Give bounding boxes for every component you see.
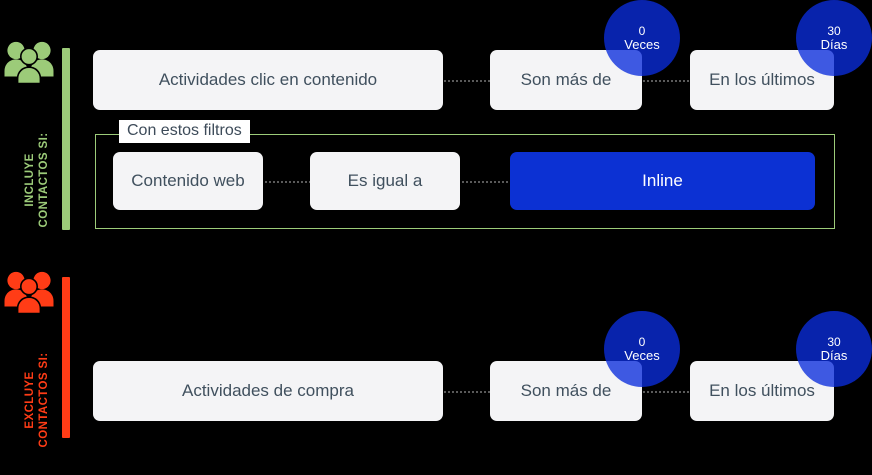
exclude-count-badge[interactable]: 0 Veces (604, 311, 680, 387)
include-filter-property-node[interactable]: Contenido web (113, 152, 263, 210)
exclude-accent-bar (62, 277, 70, 438)
include-days-badge-unit: Días (820, 37, 848, 52)
exclude-count-badge-value: 0 (638, 335, 646, 349)
segmentation-rules-diagram: INCLUYE CONTACTOS SI: Actividades clic e… (0, 0, 872, 447)
include-filter-value-node[interactable]: Inline (510, 152, 815, 210)
exclude-section-label: EXCLUYE CONTACTOS SI: (24, 352, 50, 448)
include-activity-type-node[interactable]: Actividades clic en contenido (93, 50, 443, 110)
include-section-label: INCLUYE CONTACTOS SI: (24, 132, 50, 228)
include-filter-group (95, 134, 835, 229)
include-count-badge[interactable]: 0 Veces (604, 0, 680, 76)
include-days-badge-value: 30 (827, 24, 841, 38)
include-filter-group-legend: Con estos filtros (119, 120, 250, 143)
connector-exclude-activity-to-comparator (437, 391, 497, 393)
include-count-badge-value: 0 (638, 24, 646, 38)
exclude-activity-type-node[interactable]: Actividades de compra (93, 361, 443, 421)
exclude-days-badge[interactable]: 30 Días (796, 311, 872, 387)
people-group-icon (4, 268, 54, 314)
people-group-icon (4, 38, 54, 84)
include-accent-bar (62, 48, 70, 230)
connector-filter-property-to-operator (258, 181, 318, 183)
connector-filter-operator-to-value (455, 181, 515, 183)
exclude-count-badge-unit: Veces (624, 348, 660, 363)
exclude-days-badge-unit: Días (820, 348, 848, 363)
exclude-days-badge-value: 30 (827, 335, 841, 349)
include-count-badge-unit: Veces (624, 37, 660, 52)
include-filter-operator-node[interactable]: Es igual a (310, 152, 460, 210)
connector-activity-to-comparator (437, 80, 497, 82)
include-days-badge[interactable]: 30 Días (796, 0, 872, 76)
connector-comparator-to-timeframe (636, 80, 696, 82)
connector-exclude-comparator-to-timeframe (636, 391, 696, 393)
exclude-section-rail: EXCLUYE CONTACTOS SI: (0, 268, 80, 447)
include-section-rail: INCLUYE CONTACTOS SI: (0, 38, 80, 230)
